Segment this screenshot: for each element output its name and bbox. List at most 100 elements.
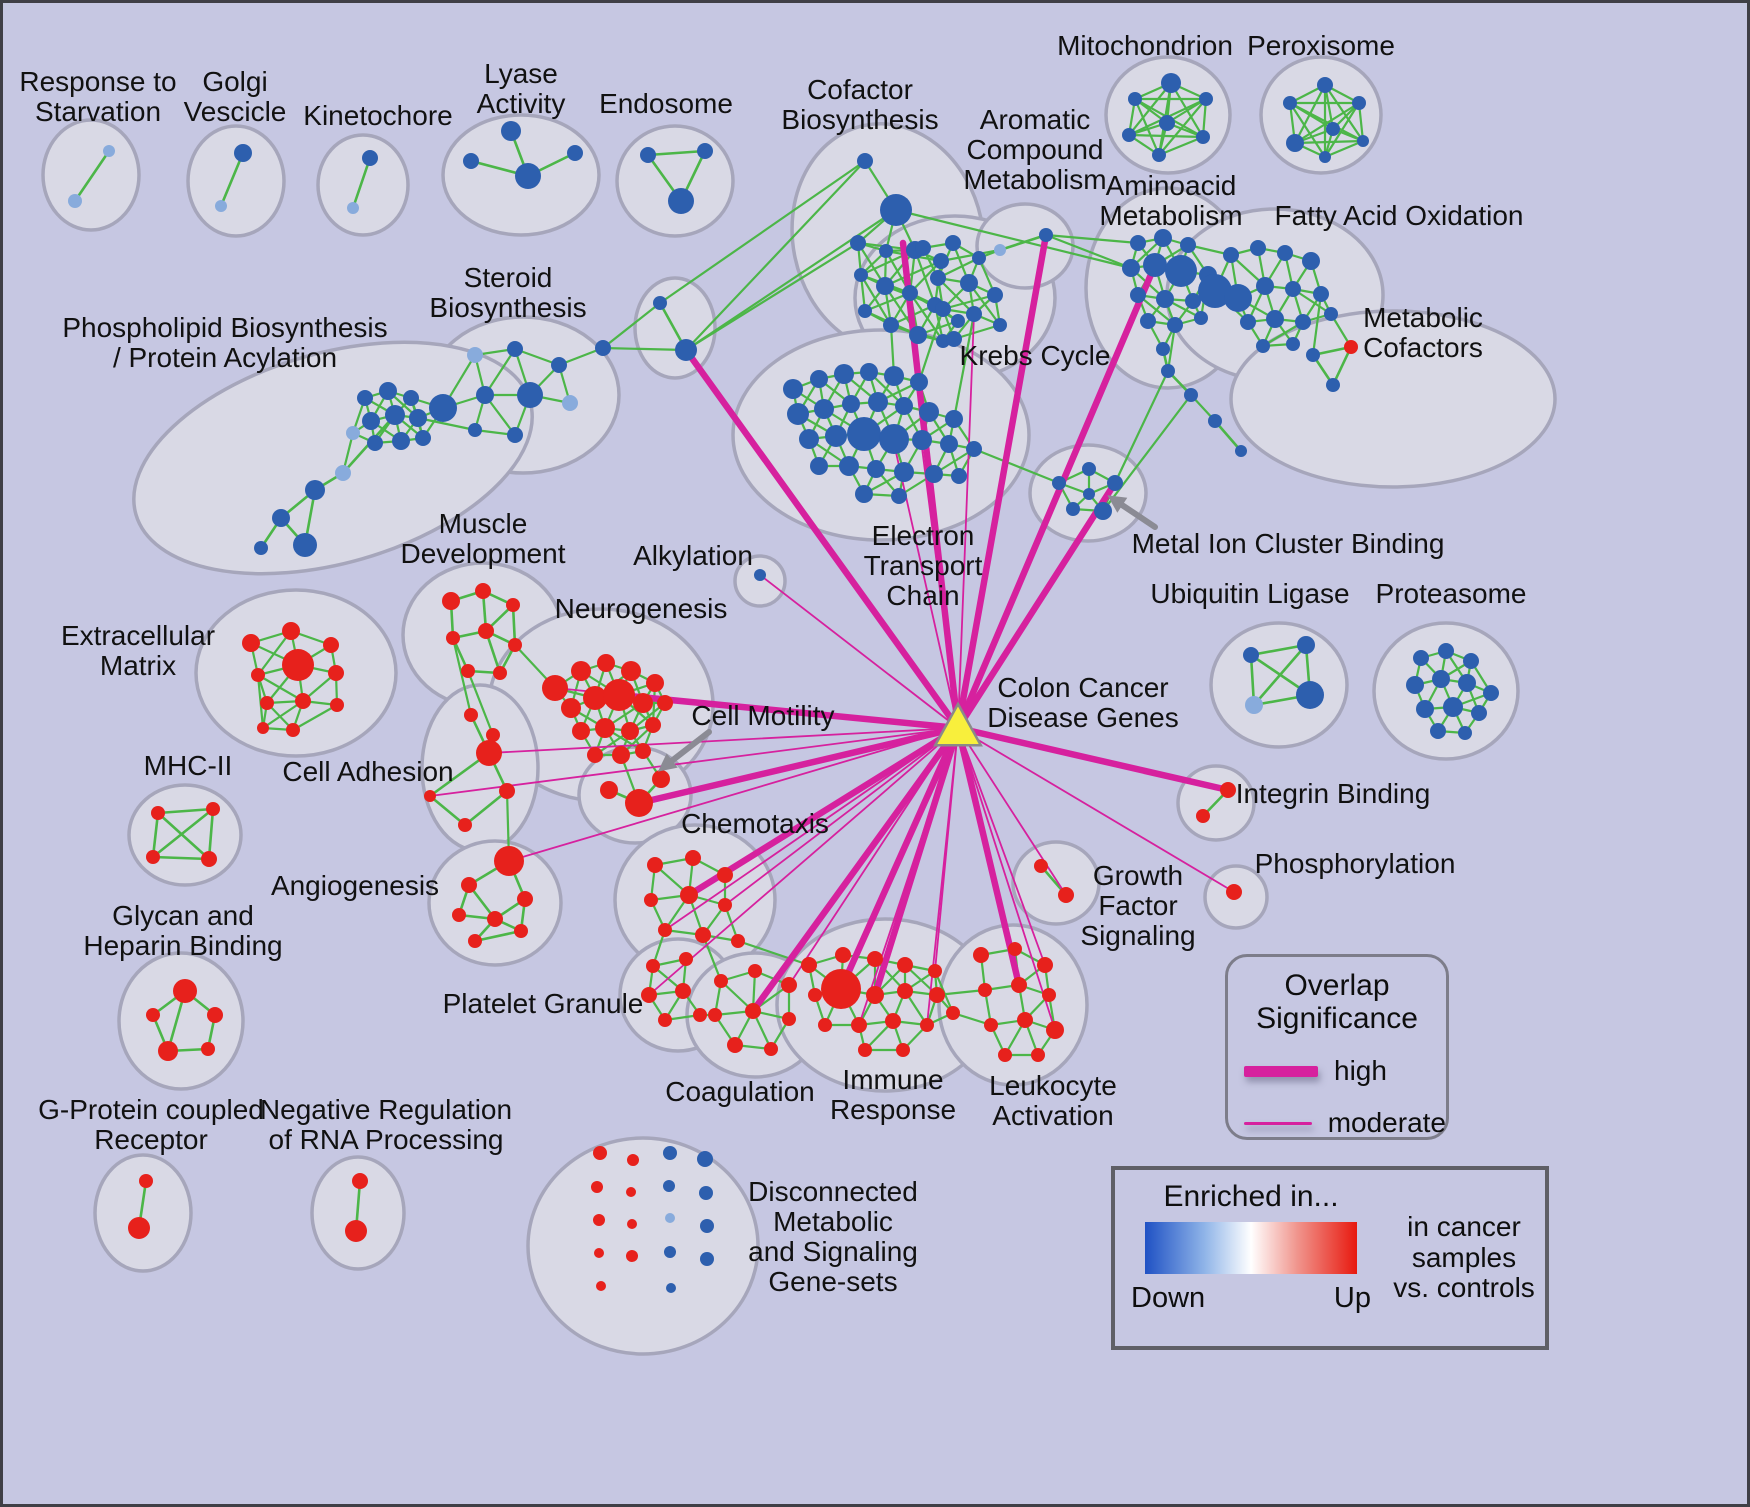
cluster-label-mitochondrion: Mitochondrion	[1057, 30, 1233, 61]
gene-set-node	[902, 285, 918, 301]
gene-set-node	[825, 425, 847, 447]
cluster-label-phosphorylation: Phosphorylation	[1255, 848, 1456, 879]
gene-set-node	[714, 974, 728, 988]
gene-set-node	[1295, 314, 1311, 330]
gene-set-node	[257, 722, 269, 734]
gene-set-node	[851, 1017, 867, 1033]
gene-set-node	[745, 1003, 761, 1019]
cluster-ellipse-golgi-vescicle	[186, 124, 286, 238]
gene-set-node	[1443, 697, 1463, 717]
gene-set-node	[1184, 388, 1198, 402]
gene-set-node	[1031, 1048, 1045, 1062]
gene-set-edge	[1252, 643, 1308, 707]
gene-set-node	[595, 340, 611, 356]
gene-set-edge	[73, 149, 111, 203]
gene-set-node	[998, 1048, 1012, 1062]
gene-set-node	[627, 1154, 639, 1166]
gene-set-node	[1199, 92, 1213, 106]
gene-set-edge	[863, 291, 912, 313]
gene-set-node	[1130, 287, 1146, 303]
gene-set-node	[1430, 723, 1446, 739]
gene-set-node	[507, 427, 523, 443]
gene-set-node	[912, 430, 932, 450]
gene-set-node	[782, 1012, 796, 1026]
overlap-moderate-edge	[858, 727, 959, 1026]
cluster-label-platelet-granule: Platelet Granule	[443, 988, 644, 1019]
gene-set-node	[494, 846, 524, 876]
gene-set-node	[1283, 96, 1297, 110]
gene-set-edge	[1157, 135, 1205, 157]
gene-set-node	[551, 357, 567, 373]
high-significance-line-sample	[1244, 1065, 1318, 1077]
gene-set-node	[685, 850, 701, 866]
gene-set-node	[1220, 782, 1236, 798]
overlap-high-edge	[837, 724, 962, 993]
gene-set-node	[352, 1173, 368, 1189]
gene-set-node	[810, 457, 828, 475]
gene-set-node	[201, 851, 217, 867]
layer-nodes	[68, 73, 1499, 1293]
gene-set-node	[612, 746, 630, 764]
gene-set-edge	[1293, 101, 1361, 145]
gene-set-node	[1083, 488, 1095, 500]
gene-set-node	[966, 306, 982, 322]
gene-set-node	[633, 693, 653, 713]
gene-set-node	[663, 1180, 675, 1192]
gene-set-node	[646, 959, 660, 973]
gene-set-node	[1266, 310, 1284, 328]
layer-arrows	[657, 495, 1158, 772]
gradient-endpoint-labels: Down Up	[1131, 1282, 1371, 1315]
inter-cluster-edge	[952, 312, 976, 421]
gene-set-node	[625, 789, 653, 817]
annotation-arrow-head	[657, 753, 678, 772]
gene-set-node	[242, 634, 260, 652]
gene-set-node	[458, 818, 472, 832]
gene-set-node	[597, 654, 615, 672]
cluster-label-coagulation: Coagulation	[665, 1076, 814, 1107]
gene-set-node	[879, 424, 909, 454]
gene-set-node	[467, 347, 483, 363]
gene-set-node	[895, 397, 913, 415]
gene-set-node	[385, 405, 405, 425]
gene-set-node	[727, 1037, 743, 1053]
gene-set-node	[668, 188, 694, 214]
gene-set-node	[335, 465, 351, 481]
gene-set-node	[468, 423, 482, 437]
enriched-gradient-column: Enriched in... Down Up	[1115, 1170, 1387, 1346]
cluster-label-ubiquitin-ligase: Ubiquitin Ligase	[1150, 578, 1349, 609]
gene-set-node	[1224, 284, 1252, 312]
overlap-high-edge	[685, 724, 962, 899]
gene-set-node	[146, 850, 160, 864]
gene-set-node	[1245, 696, 1263, 714]
gene-set-node	[858, 1043, 872, 1057]
gene-set-node	[461, 877, 477, 893]
gene-set-node	[362, 412, 380, 430]
cluster-label-chemotaxis: Chemotaxis	[681, 808, 829, 839]
cluster-label-fatty-acid-oxidation: Fatty Acid Oxidation	[1274, 200, 1523, 231]
gene-set-node	[679, 952, 693, 966]
overlap-high-edge	[954, 724, 1232, 794]
legend-overlap-significance: Overlap Significance high moderate	[1225, 954, 1449, 1140]
gene-set-node	[572, 722, 590, 740]
gene-set-node	[866, 986, 884, 1004]
gene-set-node	[945, 410, 963, 428]
gene-set-node	[1357, 135, 1369, 147]
gene-set-node	[128, 1217, 150, 1239]
gene-set-node	[1107, 475, 1123, 491]
gene-set-node	[748, 964, 762, 978]
overlap-high-edge	[954, 231, 1050, 732]
gene-set-node	[935, 301, 951, 317]
gene-set-node	[260, 696, 274, 710]
inter-cluster-edge	[894, 208, 1133, 270]
gene-set-node	[699, 1186, 713, 1200]
gene-set-node	[1017, 1012, 1033, 1028]
gene-set-node	[1130, 235, 1146, 251]
inter-cluster-edge	[684, 208, 898, 352]
gene-set-node	[328, 665, 344, 681]
legend-enriched-title: Enriched in...	[1163, 1180, 1339, 1213]
